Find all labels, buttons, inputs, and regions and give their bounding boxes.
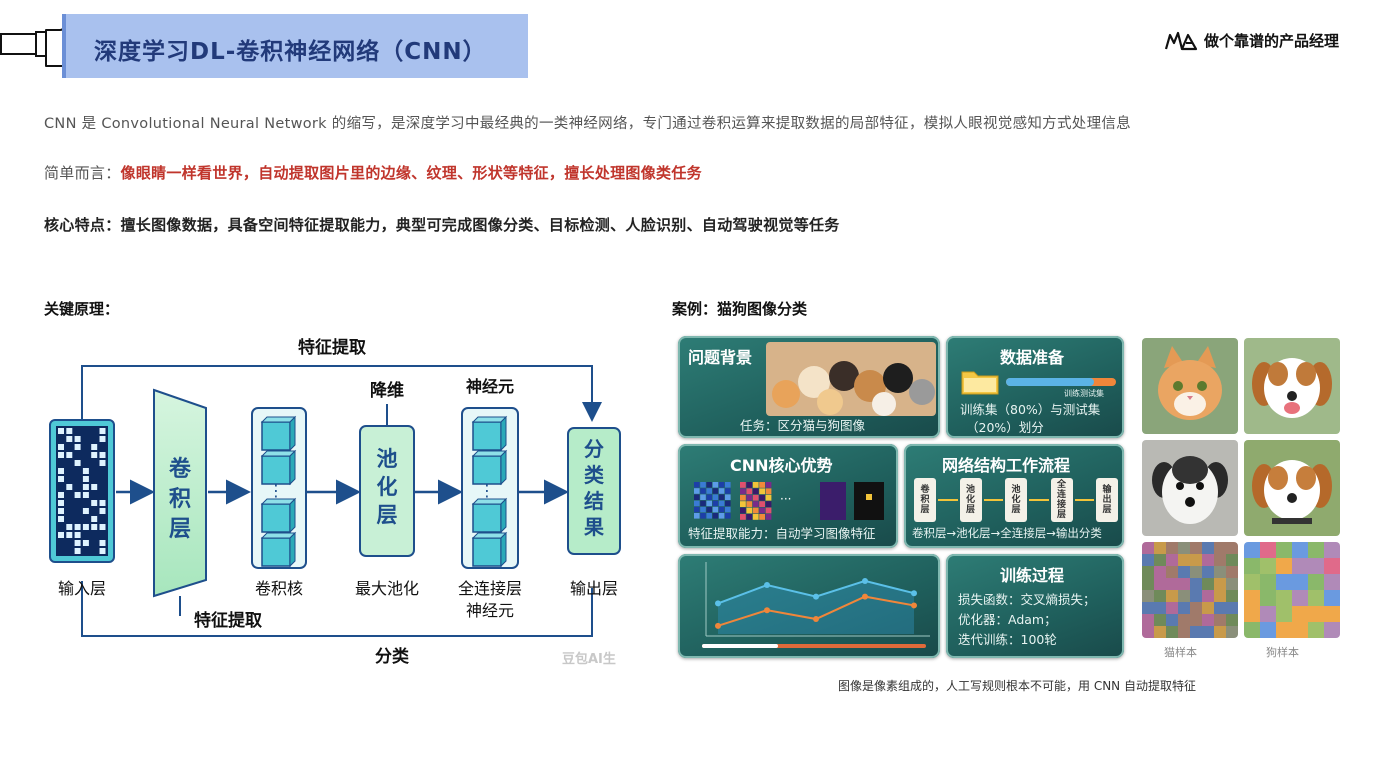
flow-arrow bbox=[1029, 499, 1049, 501]
card-cnn-title: CNN核心优势 bbox=[730, 456, 833, 475]
dog-photo-3 bbox=[1244, 440, 1340, 536]
case-caption: 图像是像素组成的，人工写规则根本不可能，用 CNN 自动提取特征 bbox=[838, 679, 1196, 693]
summary-prefix: 简单而言： bbox=[44, 164, 121, 182]
card-problem-background: 问题背景 任务：区分猫与狗图像 bbox=[678, 336, 940, 438]
card-training-title: 训练过程 bbox=[1000, 566, 1065, 585]
blue-point bbox=[862, 577, 868, 584]
progress-fill bbox=[702, 644, 779, 648]
split-bar bbox=[1006, 378, 1116, 386]
fc-top-label: 神经元 bbox=[466, 377, 514, 396]
card-training-line1: 损失函数：交叉熵损失； bbox=[958, 592, 1096, 607]
svg-text:⋮: ⋮ bbox=[479, 481, 495, 500]
intro-definition: CNN 是 Convolutional Neural Network 的缩写，是… bbox=[44, 116, 1131, 132]
kernel-label: 卷积核 bbox=[255, 579, 303, 598]
feature-maps-image bbox=[694, 482, 884, 520]
intro-core-features: 核心特点：擅长图像数据，具备空间特征提取能力，典型可完成图像分类、目标检测、人脸… bbox=[44, 216, 840, 234]
orange-point bbox=[862, 593, 868, 600]
pool-layer-block bbox=[359, 425, 415, 557]
principle-label: 关键原理： bbox=[44, 300, 120, 318]
flow-arrow bbox=[983, 499, 1003, 501]
card-training-line3: 迭代训练：100轮 bbox=[958, 632, 1057, 647]
training-chart bbox=[705, 562, 930, 637]
split-bar-train-fill bbox=[1006, 378, 1094, 386]
fc-sub-label: 神经元 bbox=[466, 601, 514, 620]
flow-step: 卷积层 bbox=[914, 478, 936, 522]
input-layer-block bbox=[49, 419, 115, 563]
title-banner bbox=[62, 14, 528, 78]
pool-layer-text: 池化层 bbox=[377, 447, 398, 527]
cnn-principle-diagram: 特征提取 分类 输入层 卷积层 特征提取 ⋮ 卷积核 降维 池化层 最大池化 神… bbox=[42, 326, 642, 671]
blue-point bbox=[813, 593, 819, 600]
watermark: 豆包AI生 bbox=[562, 651, 616, 667]
output-label: 输出层 bbox=[570, 579, 618, 598]
dog-heatmap bbox=[1244, 542, 1340, 638]
sample-photo-grid: 猫样本 狗样本 bbox=[1142, 338, 1340, 659]
dog-photo-1 bbox=[1244, 338, 1340, 434]
flow-step: 池化层 bbox=[1005, 478, 1027, 522]
brand-logo-icon bbox=[1164, 31, 1198, 51]
input-layer-label: 输入层 bbox=[58, 579, 106, 598]
pets-group-image bbox=[766, 342, 936, 416]
photo-label-dog: 狗样本 bbox=[1266, 646, 1299, 659]
card-training-chart bbox=[678, 554, 940, 658]
kernel-stack: ⋮ bbox=[251, 407, 307, 569]
fc-layer-stack: ⋮ bbox=[461, 407, 519, 569]
blue-point bbox=[764, 582, 770, 589]
card-background-title: 问题背景 bbox=[688, 348, 753, 367]
photo-label-cat: 猫样本 bbox=[1164, 646, 1197, 659]
cat-heatmap bbox=[1142, 542, 1238, 638]
orange-point bbox=[715, 622, 721, 629]
summary-highlight: 像眼睛一样看世界，自动提取图片里的边缘、纹理、形状等特征，擅长处理图像类任务 bbox=[120, 164, 702, 182]
flow-step: 全连接层 bbox=[1050, 478, 1073, 522]
split-bar-label: 训练测试集 bbox=[1064, 389, 1104, 398]
output-layer-text: 分类结果 bbox=[584, 437, 604, 539]
output-layer-block bbox=[567, 427, 621, 555]
fc-label: 全连接层 bbox=[458, 579, 522, 598]
card-cnn-body: 特征提取能力：自动学习图像特征 bbox=[688, 526, 876, 541]
page-title: 深度学习DL-卷积神经网络（CNN） bbox=[94, 39, 487, 65]
flow-step: 输出层 bbox=[1096, 478, 1118, 522]
card-network-flow: 网络结构工作流程 卷积层 池化层 池化层 全连接层 输出层 卷积层→池化层→全连接层→输… bbox=[904, 444, 1124, 548]
brand-text: 做个靠谱的产品经理 bbox=[1203, 31, 1339, 50]
case-label: 案例：猫狗图像分类 bbox=[672, 300, 808, 318]
orange-point bbox=[813, 616, 819, 623]
cat-photo bbox=[1142, 338, 1238, 434]
card-flow-body: 卷积层→池化层→全连接层→输出分类 bbox=[912, 526, 1102, 540]
top-arrow-label: 特征提取 bbox=[298, 337, 366, 358]
folder-icon bbox=[961, 371, 999, 395]
progress-track bbox=[702, 644, 926, 648]
intro-summary: 简单而言：像眼睛一样看世界，自动提取图片里的边缘、纹理、形状等特征，擅长处理图像… bbox=[44, 162, 702, 183]
card-training-line2: 优化器：Adam； bbox=[958, 612, 1057, 627]
orange-point bbox=[911, 602, 917, 609]
conv-bottom-label: 特征提取 bbox=[194, 610, 262, 631]
card-data-line2: （20%）划分 bbox=[966, 420, 1044, 435]
flow-arrow bbox=[1074, 499, 1094, 501]
conv-layer-block bbox=[153, 388, 207, 598]
feature-maps-ellipsis: ··· bbox=[780, 492, 792, 506]
card-data-prep: 数据准备 训练测试集 训练集（80%）与测试集 （20%）划分 bbox=[946, 336, 1124, 438]
svg-text:⋮: ⋮ bbox=[268, 481, 284, 500]
flow-steps: 卷积层 池化层 池化层 全连接层 输出层 bbox=[914, 478, 1118, 522]
brand: 做个靠谱的产品经理 bbox=[1164, 29, 1339, 51]
card-data-line1: 训练集（80%）与测试集 bbox=[960, 402, 1101, 417]
pool-label: 最大池化 bbox=[355, 579, 419, 598]
pool-top-label: 降维 bbox=[370, 380, 404, 401]
card-training-process: 训练过程 损失函数：交叉熵损失； 优化器：Adam； 迭代训练：100轮 bbox=[946, 554, 1124, 658]
flow-step: 池化层 bbox=[959, 478, 982, 522]
bottom-arrow-label: 分类 bbox=[375, 646, 410, 667]
case-illustration: 问题背景 任务：区分猫与狗图像 数据准备 训练测试集 训练集（80%）与测试集 … bbox=[672, 332, 1142, 662]
card-data-title: 数据准备 bbox=[1000, 348, 1065, 367]
card-cnn-advantages: CNN核心优势 ··· 特征提取能力：自动学习图像特征 bbox=[678, 444, 898, 548]
flow-arrow bbox=[938, 499, 958, 501]
dog-photo-2 bbox=[1142, 440, 1238, 536]
blue-point bbox=[911, 590, 917, 597]
card-flow-title: 网络结构工作流程 bbox=[942, 456, 1071, 475]
orange-point bbox=[764, 607, 770, 614]
conv-layer-text: 卷积层 bbox=[168, 456, 192, 542]
blue-point bbox=[715, 600, 721, 607]
card-background-body: 任务：区分猫与狗图像 bbox=[740, 418, 866, 433]
